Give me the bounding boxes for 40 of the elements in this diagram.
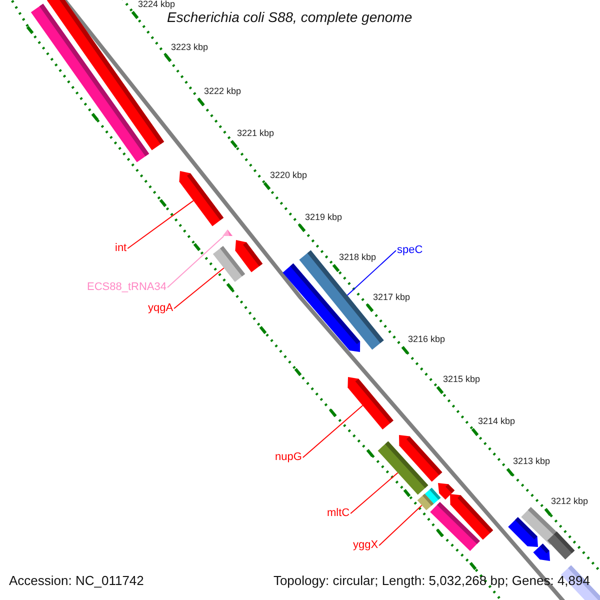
scale-label: 3218 kbp xyxy=(338,252,378,263)
gene-pointed-block xyxy=(235,240,263,272)
leader-line xyxy=(302,404,364,458)
scale-label: 3214 kbp xyxy=(477,416,516,427)
gene-label: mltC xyxy=(327,507,350,520)
scale-label: 3217 kbp xyxy=(372,292,412,303)
leader-line xyxy=(167,236,224,288)
trna-marker xyxy=(222,230,232,236)
gene-pointed-block xyxy=(533,544,550,561)
gene-label: speC xyxy=(397,244,423,257)
leader-line xyxy=(346,250,396,296)
scale-label: 3216 kbp xyxy=(407,334,446,345)
gene-pointed-block xyxy=(179,171,224,226)
scale-label: 3220 kbp xyxy=(269,170,308,181)
scale-label: 3215 kbp xyxy=(442,374,482,385)
title: Escherichia coli S88, complete genome xyxy=(167,9,412,26)
leader-line xyxy=(350,472,398,514)
leader-line xyxy=(378,504,422,546)
footer-text: Accession: NC_011742 xyxy=(9,573,144,588)
scale-label: 3221 kbp xyxy=(236,128,276,139)
gene-block xyxy=(378,441,428,495)
gene-block xyxy=(547,532,575,560)
scale-label: 3224 kbp xyxy=(137,0,176,10)
scale-label: 3222 kbp xyxy=(203,86,242,97)
gene-label: yggX xyxy=(353,539,378,552)
gene-block xyxy=(430,502,480,551)
leader-line xyxy=(174,268,224,309)
leader-line xyxy=(127,200,194,249)
gene-label: ECS88_tRNA34 xyxy=(87,281,166,294)
gene-block xyxy=(417,494,434,510)
gene-label: yqgA xyxy=(148,302,174,315)
footer-text: Topology: circular; Length: 5,032,268 bp; Genes: 4,894 xyxy=(273,573,590,588)
scale-label: 3223 kbp xyxy=(170,42,210,53)
gene-label: nupG xyxy=(275,451,302,464)
scale-label: 3212 kbp xyxy=(550,496,590,507)
scale-label: 3219 kbp xyxy=(304,212,344,223)
gene-pointed-block xyxy=(348,377,394,430)
gene-label: int xyxy=(115,242,127,255)
scale-label: 3213 kbp xyxy=(512,456,552,467)
gene-block xyxy=(212,246,246,282)
